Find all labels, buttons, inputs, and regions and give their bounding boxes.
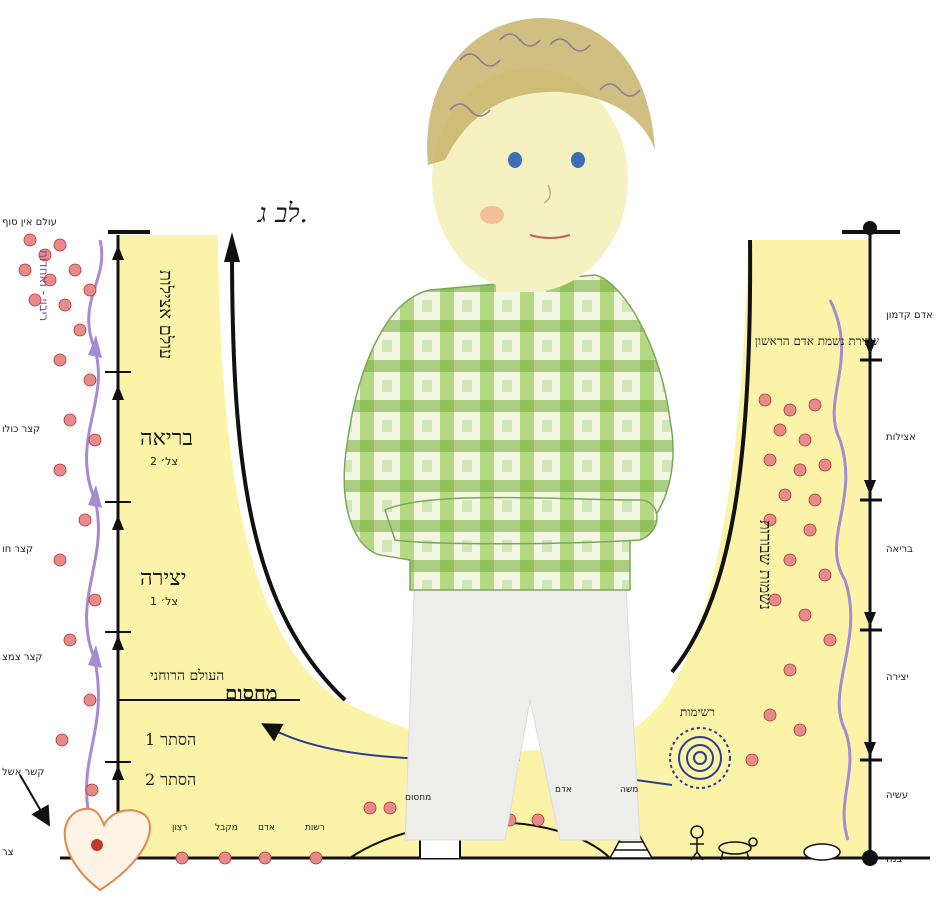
- left-margin-label-6: צר: [2, 847, 14, 858]
- left-section-atzilut: עולם אצילות: [155, 270, 176, 359]
- left-margin-label-7: ריבוי - ואחדות: [37, 250, 51, 321]
- right-top-node: [863, 221, 877, 235]
- left-margin-label-4: קצר צמצ: [2, 652, 43, 663]
- heart-pointer-arrow: [20, 775, 45, 818]
- bottom-label-6: אדם: [555, 785, 572, 795]
- bottom-label-4: רשות: [305, 823, 325, 833]
- boy-right-eye: [571, 152, 585, 168]
- right-top-note: שבירת נשמת אדם הראשון: [755, 334, 880, 348]
- left-margin-label-5: קשר אשל: [2, 767, 44, 778]
- boy-figure: [344, 18, 673, 840]
- left-section-yetzira-sub: צל׳ 1: [150, 595, 178, 608]
- left-purple-arrows: [87, 240, 102, 840]
- bottom-right-node: [862, 850, 878, 866]
- left-section-barrier: מחסום: [225, 681, 278, 705]
- bottom-label-1: רצון: [172, 823, 187, 833]
- bottom-label-3: אדם: [258, 823, 275, 833]
- right-margin-label-4: יצירה: [886, 672, 909, 683]
- boy-left-eye: [508, 152, 522, 168]
- right-margin-label-2: אצילות: [886, 432, 916, 443]
- right-region-text: נשמות שבורות: [756, 520, 775, 610]
- left-margin-label-1: עולם אין סוף: [2, 217, 57, 228]
- left-section-hester1: הסתר 1: [145, 730, 196, 749]
- boy-cheek: [480, 206, 504, 224]
- right-margin-label-3: בריאה: [886, 544, 913, 555]
- left-section-hester2: הסתר 2: [145, 770, 196, 789]
- boy-crossed-arms: [385, 498, 657, 544]
- right-margin-label-5: עשיה: [886, 790, 908, 801]
- left-section-beria-sub: צל׳ 2: [150, 455, 178, 468]
- bottom-label-7: משה: [620, 785, 638, 795]
- top-label: לב ג.: [257, 199, 308, 229]
- right-margin-label-1: אדם קדמון: [886, 310, 933, 321]
- heart-icon: [65, 809, 150, 890]
- left-section-yetzira: יצירה: [140, 566, 187, 591]
- left-curve-arrowhead: [224, 232, 240, 262]
- heart-soul-dot: [91, 839, 103, 851]
- left-section-spiritual: העולם הרוחני: [150, 668, 224, 684]
- bottom-label-2: מקבל: [215, 823, 238, 833]
- spiral-label: רשימות: [680, 705, 715, 719]
- left-section-beria: בריאה: [140, 426, 193, 451]
- bottom-label-5: מחסום: [405, 793, 431, 803]
- rock-icon: [804, 844, 840, 860]
- right-margin-label-6: בנה: [886, 854, 903, 865]
- left-margin-label-2: קצר כולו: [2, 424, 40, 435]
- left-margin-label-3: קצר חו: [2, 544, 33, 555]
